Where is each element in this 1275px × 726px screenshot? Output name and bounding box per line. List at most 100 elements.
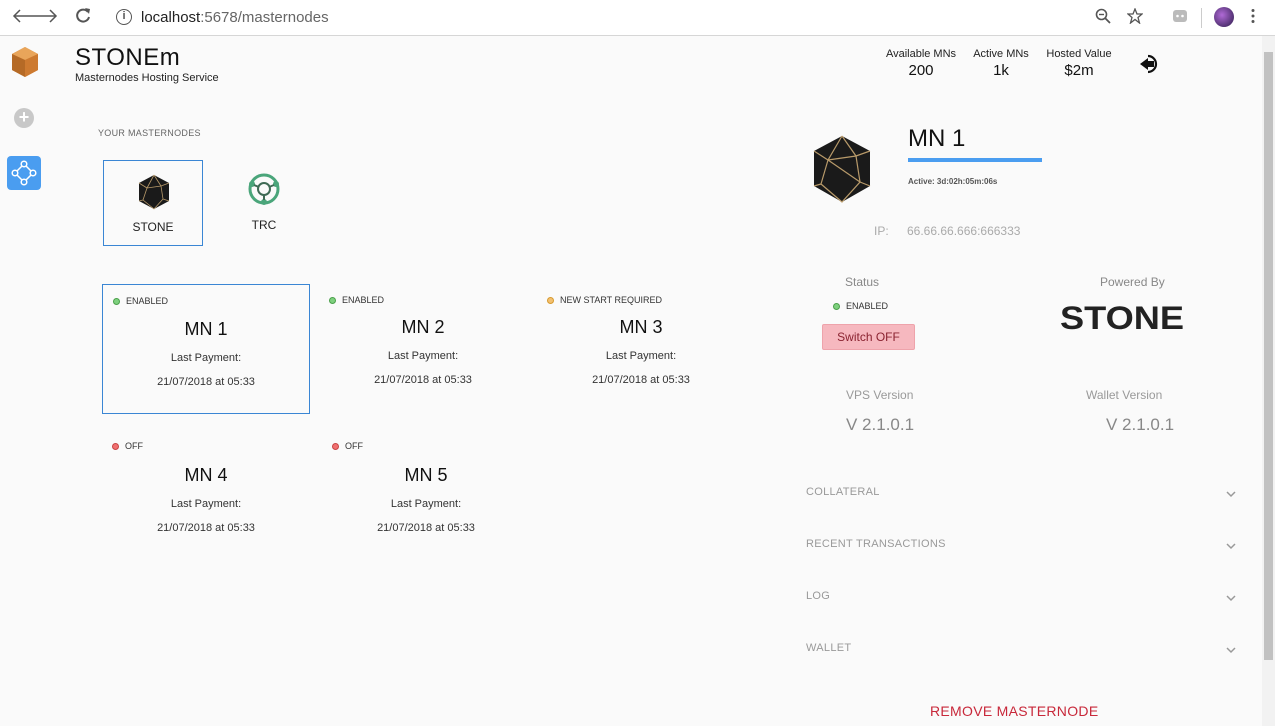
node-status: ENABLED	[113, 296, 168, 306]
accordion-collateral[interactable]: COLLATERAL	[806, 480, 1238, 510]
address-bar[interactable]: localhost:5678/masternodes	[141, 9, 329, 26]
node-status: OFF	[332, 441, 363, 451]
reload-icon[interactable]	[74, 6, 92, 31]
accordion-wallet[interactable]: WALLET	[806, 636, 1238, 666]
wallet-version-value: V 2.1.0.1	[1106, 415, 1175, 434]
stone-coin-icon	[137, 174, 171, 215]
svg-text:STONE: STONE	[1060, 300, 1184, 334]
stat-value: 1k	[993, 62, 1009, 79]
vps-version-title: VPS Version	[846, 388, 914, 402]
node-status-text: OFF	[345, 441, 363, 451]
node-name: MN 5	[404, 465, 448, 485]
zoom-icon[interactable]	[1095, 8, 1111, 29]
coin-name: STONE	[132, 220, 174, 234]
chevron-down-icon	[1226, 642, 1236, 654]
last-payment-label: Last Payment:	[390, 498, 462, 510]
node-name: MN 4	[184, 465, 228, 485]
stat-label: Hosted Value	[1046, 48, 1112, 60]
accordion-label: COLLATERAL	[806, 486, 880, 498]
coin-name: TRC	[251, 218, 277, 232]
last-payment-label: Last Payment:	[170, 498, 242, 510]
last-payment-label: Last Payment:	[387, 350, 459, 362]
stone-brand-logo: STONE	[1060, 300, 1184, 336]
scrollbar-thumb[interactable]	[1264, 52, 1273, 660]
wallet-version-title: Wallet Version	[1086, 388, 1163, 402]
remove-masternode-button[interactable]: REMOVE MASTERNODE	[930, 703, 1099, 719]
app-title: STONEm	[75, 44, 181, 71]
node-name: MN 1	[184, 319, 228, 339]
active-duration: Active: 3d:02h:05m:06s	[908, 177, 998, 186]
masternode-card-mn1[interactable]: ENABLED MN 1 Last Payment: 21/07/2018 at…	[102, 284, 310, 414]
powered-by-title: Powered By	[1100, 275, 1165, 289]
logout-icon[interactable]	[1138, 52, 1162, 76]
masternode-card-mn4[interactable]: OFF MN 4 Last Payment: 21/07/2018 at 05:…	[102, 430, 310, 560]
node-status-text: ENABLED	[342, 295, 385, 305]
accordion-label: RECENT TRANSACTIONS	[806, 538, 946, 550]
masternode-card-mn3[interactable]: NEW START REQUIRED MN 3 Last Payment: 21…	[537, 284, 745, 414]
node-status: NEW START REQUIRED	[547, 295, 662, 305]
app-subtitle: Masternodes Hosting Service	[75, 72, 219, 84]
sidebar: +	[0, 36, 48, 726]
add-masternode-icon[interactable]: +	[14, 108, 34, 128]
stonem-logo-icon[interactable]	[10, 46, 40, 78]
ip-value: 66.66.66.666:666333	[907, 224, 1021, 238]
stat-available-mns: Available MNs 200	[883, 48, 959, 79]
chevron-down-icon	[1226, 538, 1236, 550]
chevron-down-icon	[1226, 590, 1236, 602]
detail-status-text: ENABLED	[846, 301, 889, 311]
vps-version-value: V 2.1.0.1	[846, 415, 915, 434]
last-payment-date: 21/07/2018 at 05:33	[377, 522, 475, 534]
ip-label: IP:	[874, 224, 889, 238]
masternode-card-mn2[interactable]: ENABLED MN 2 Last Payment: 21/07/2018 at…	[319, 284, 527, 414]
accordion-log[interactable]: LOG	[806, 584, 1238, 614]
back-arrow-icon[interactable]	[10, 6, 58, 31]
last-payment-date: 21/07/2018 at 05:33	[374, 374, 472, 386]
extension-icon[interactable]	[1172, 8, 1188, 29]
trc-coin-icon	[246, 172, 282, 211]
url-path: :5678/masternodes	[200, 9, 329, 26]
site-info-icon[interactable]: i	[116, 9, 132, 25]
status-dot-icon	[332, 442, 339, 450]
node-status-text: OFF	[125, 441, 143, 451]
detail-status: ENABLED	[833, 301, 888, 311]
node-status-text: NEW START REQUIRED	[560, 295, 663, 305]
coin-card-trc[interactable]: TRC	[214, 160, 314, 246]
status-dot-icon	[329, 296, 336, 304]
accordion-recent-transactions[interactable]: RECENT TRANSACTIONS	[806, 532, 1238, 562]
stat-value: 200	[908, 62, 934, 79]
stat-hosted-value: Hosted Value $2m	[1042, 48, 1116, 79]
last-payment-date: 21/07/2018 at 05:33	[592, 374, 690, 386]
url-host: localhost	[141, 9, 201, 26]
active-progress-fill	[908, 158, 1042, 162]
node-name: MN 3	[619, 317, 663, 337]
stone-node-icon	[810, 134, 874, 204]
status-dot-icon	[113, 297, 120, 305]
masternodes-nav-icon[interactable]	[7, 156, 41, 190]
chevron-down-icon	[1226, 486, 1236, 498]
node-status: OFF	[112, 441, 143, 451]
coin-card-stone[interactable]: STONE	[103, 160, 203, 246]
last-payment-label: Last Payment:	[605, 350, 677, 362]
stat-value: $2m	[1064, 62, 1094, 79]
stat-label: Active MNs	[973, 48, 1029, 60]
star-icon[interactable]	[1126, 7, 1144, 29]
menu-dots-icon[interactable]	[1250, 8, 1256, 29]
status-dot-icon	[833, 302, 840, 310]
status-title: Status	[845, 275, 880, 289]
toolbar-divider	[1201, 8, 1202, 28]
profile-avatar[interactable]	[1214, 7, 1234, 27]
last-payment-date: 21/07/2018 at 05:33	[157, 376, 255, 388]
accordion-label: WALLET	[806, 642, 852, 654]
status-dot-icon	[547, 296, 554, 304]
stat-active-mns: Active MNs 1k	[970, 48, 1032, 79]
masternode-card-mn5[interactable]: OFF MN 5 Last Payment: 21/07/2018 at 05:…	[322, 430, 530, 560]
browser-toolbar: i localhost:5678/masternodes	[0, 0, 1275, 36]
accordion-label: LOG	[806, 590, 831, 602]
last-payment-label: Last Payment:	[170, 352, 242, 364]
stat-label: Available MNs	[885, 48, 957, 60]
switch-off-button[interactable]: Switch OFF	[822, 324, 915, 350]
node-name: MN 2	[401, 317, 445, 337]
your-masternodes-label: YOUR MASTERNODES	[98, 128, 201, 138]
active-progress-bar	[908, 158, 1042, 162]
node-status-text: ENABLED	[126, 296, 169, 306]
